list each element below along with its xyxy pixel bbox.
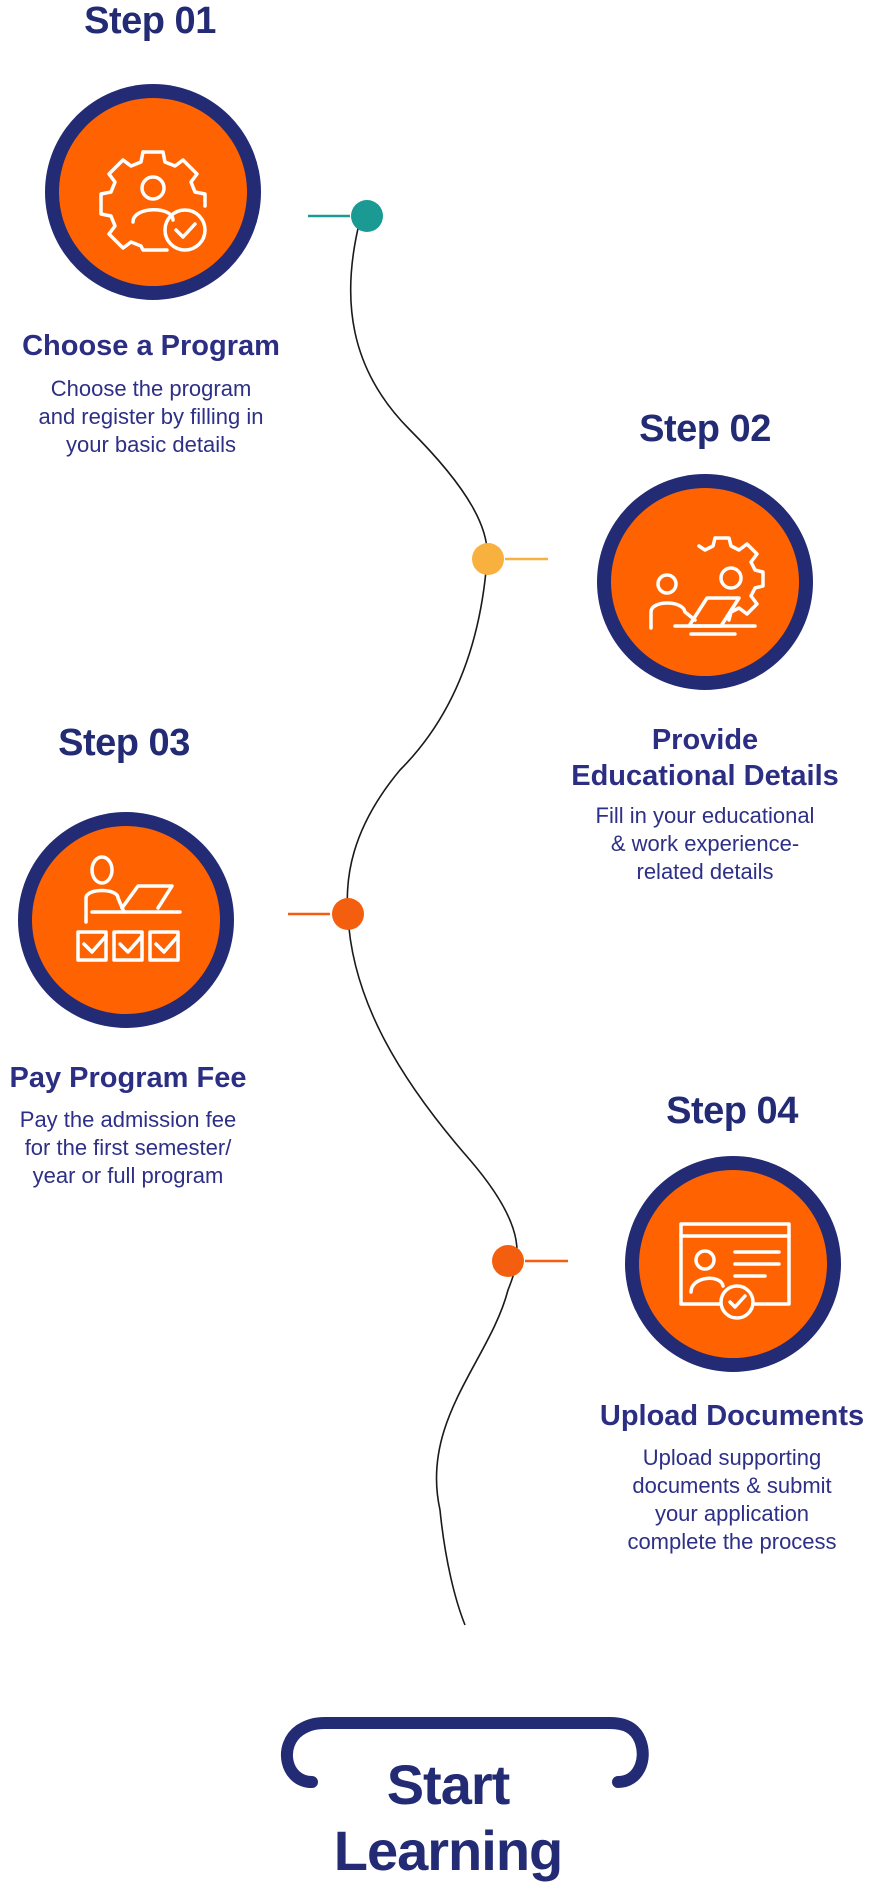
step4-desc-line: Upload supporting xyxy=(642,1445,822,1470)
step2-dot xyxy=(472,543,504,575)
step2-desc-line: related details xyxy=(636,859,774,884)
step1-desc-line: and register by filling in xyxy=(38,404,264,429)
step3-desc-line: Pay the admission fee xyxy=(19,1107,237,1132)
step1-title: Choose a Program xyxy=(22,330,280,362)
step4-desc-line: your application xyxy=(654,1501,810,1526)
step4-dot xyxy=(492,1245,524,1277)
step2-description: Fill in your educational & work experien… xyxy=(560,802,850,886)
person-laptop-gear-icon xyxy=(649,536,765,636)
step2-desc-line: & work experience- xyxy=(610,831,800,856)
cta-bracket xyxy=(280,1717,649,1788)
step1-description: Choose the program and register by filli… xyxy=(0,375,302,459)
step4-desc-line: complete the process xyxy=(627,1529,837,1554)
cta-start-text: Start xyxy=(386,1753,511,1816)
step1-label: Step 01 xyxy=(84,0,216,42)
step2-desc-line: Fill in your educational xyxy=(595,803,815,828)
step1-desc-line: Choose the program xyxy=(50,376,252,401)
step1-dot xyxy=(351,200,383,232)
step1-desc-line: your basic details xyxy=(66,432,236,457)
step3-desc-line: year or full program xyxy=(32,1163,224,1188)
step4-description: Upload supporting documents & submit you… xyxy=(588,1444,876,1556)
step4-icon-ring xyxy=(625,1156,841,1372)
timeline-curve xyxy=(346,219,518,1626)
step3-desc-line: for the first semester/ xyxy=(24,1135,232,1160)
step4-label: Step 04 xyxy=(666,1090,798,1132)
step2-label: Step 02 xyxy=(639,408,771,450)
cta-learning-text: Learning xyxy=(333,1819,563,1882)
step2-title: Provide Educational Details xyxy=(560,722,850,794)
step2-title-line: Educational Details xyxy=(571,760,839,792)
step3-icon-ring xyxy=(18,812,234,1028)
step3-description: Pay the admission fee for the first seme… xyxy=(0,1106,256,1190)
gear-user-check-icon xyxy=(99,150,207,252)
step3-label: Step 03 xyxy=(58,722,190,764)
step1-icon-ring xyxy=(45,84,261,300)
id-card-check-icon xyxy=(679,1222,791,1320)
step2-icon-ring xyxy=(597,474,813,690)
step2-title-line: Provide xyxy=(651,724,759,756)
step3-title: Pay Program Fee xyxy=(9,1062,247,1094)
person-desk-checkboxes-icon xyxy=(76,855,182,962)
step4-title: Upload Documents xyxy=(599,1400,865,1432)
step3-dot xyxy=(332,898,364,930)
step4-desc-line: documents & submit xyxy=(632,1473,832,1498)
